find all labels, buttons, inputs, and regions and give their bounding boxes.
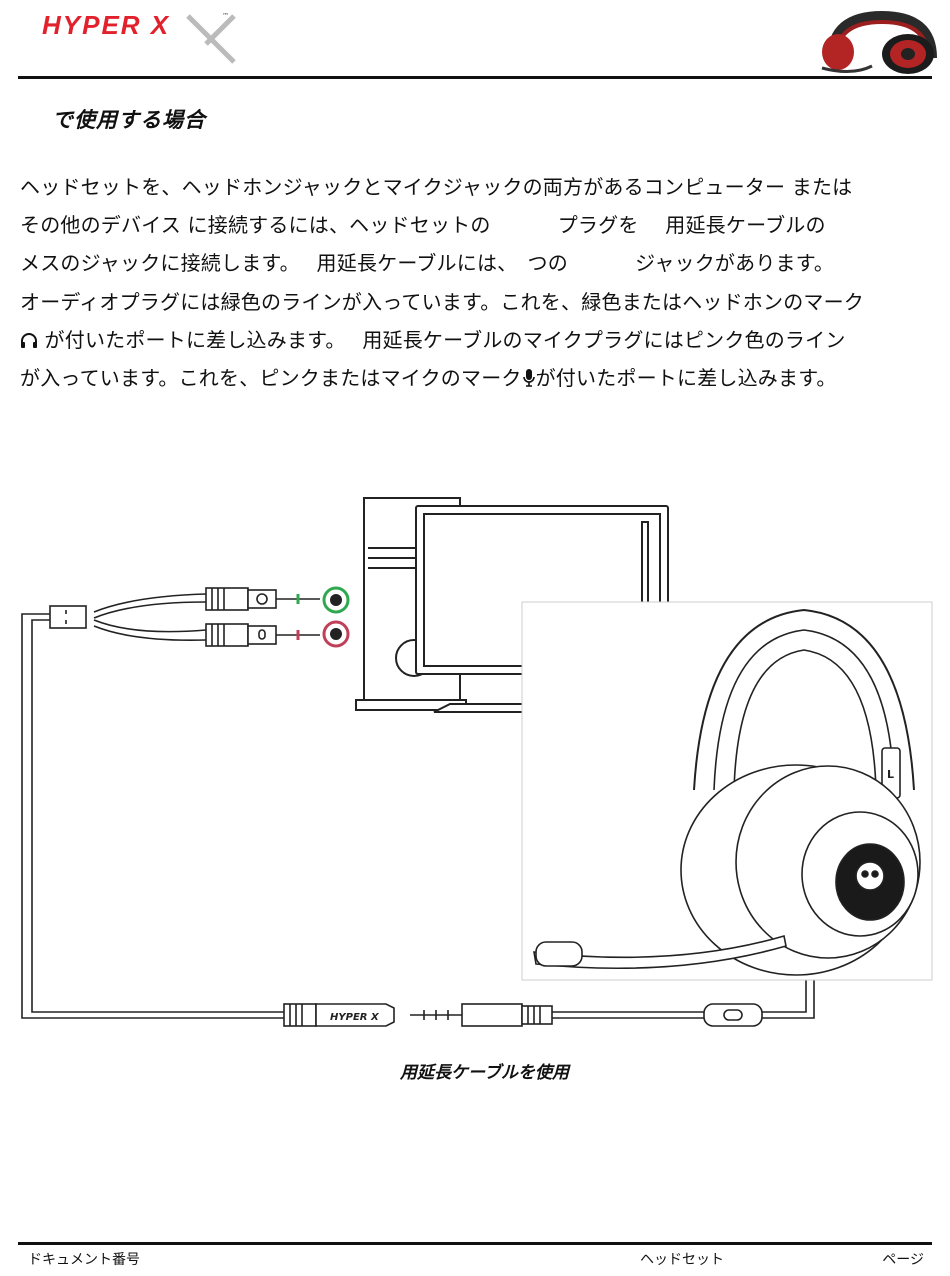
- instructions-paragraph: ヘッドセットを、ヘッドホンジャックとマイクジャックの両方があるコンピューター ま…: [20, 168, 932, 397]
- footer-product: ヘッドセット: [640, 1252, 724, 1268]
- adapter-logo: HYPER X: [330, 1012, 380, 1023]
- footer-doc-number: ドキュメント番号: [28, 1252, 140, 1268]
- port-microphone: [322, 620, 350, 648]
- footer-rule: [18, 1242, 932, 1245]
- diagram-caption: 用延長ケーブルを使用: [400, 1063, 569, 1083]
- body-line-text: が付いたポートに差し込みます。 用延長ケーブルのマイクプラグにはピンク色のライン: [38, 327, 846, 352]
- microphone-icon: [522, 369, 535, 387]
- body-line: が入っています。これを、ピンクまたはマイクのマークが付いたポートに差し込みます。: [20, 359, 932, 397]
- audio-plug-microphone: [205, 623, 320, 647]
- hyperx-logo: HYPER X ™: [42, 10, 236, 64]
- logo-wordmark: HYPER X: [42, 10, 170, 40]
- body-line-text: が入っています。これを、ピンクまたはマイクのマーク: [20, 366, 522, 391]
- body-line: オーディオプラグには緑色のラインが入っています。これを、緑色またはヘッドホンのマ…: [20, 289, 864, 314]
- female-adapter-jack: HYPER X: [283, 1003, 395, 1027]
- headset-4-pole-plug: [410, 930, 815, 1027]
- headphone-icon: [21, 332, 37, 348]
- headset-product-image: [821, 10, 937, 74]
- svg-text:™: ™: [222, 12, 229, 20]
- port-headphone: [322, 586, 350, 614]
- headset-left-marker: L: [887, 768, 894, 781]
- page-footer: ドキュメント番号 ヘッドセット ページ: [18, 1249, 932, 1269]
- section-title: で使用する場合: [52, 108, 206, 132]
- splitter-cable: [21, 593, 284, 1019]
- body-line: ヘッドセットを、ヘッドホンジャックとマイクジャックの両方があるコンピューター ま…: [20, 175, 853, 199]
- body-line: その他のデバイス に接続するには、ヘッドセットの プラグを 用延長ケーブルの: [20, 213, 826, 238]
- header-rule: [18, 76, 932, 79]
- audio-plug-headphone: [205, 587, 320, 611]
- body-line-text: が付いたポートに差し込みます。: [535, 366, 837, 391]
- headset-illustration: L: [521, 601, 933, 981]
- connection-diagram: HYPER X: [21, 497, 933, 1027]
- page-header: HYPER X ™: [0, 0, 950, 80]
- body-line: が付いたポートに差し込みます。 用延長ケーブルのマイクプラグにはピンク色のライン: [20, 321, 932, 359]
- footer-page: ページ: [882, 1252, 924, 1268]
- body-line: メスのジャックに接続します。 用延長ケーブルには、 つの ジャックがあります。: [20, 251, 835, 276]
